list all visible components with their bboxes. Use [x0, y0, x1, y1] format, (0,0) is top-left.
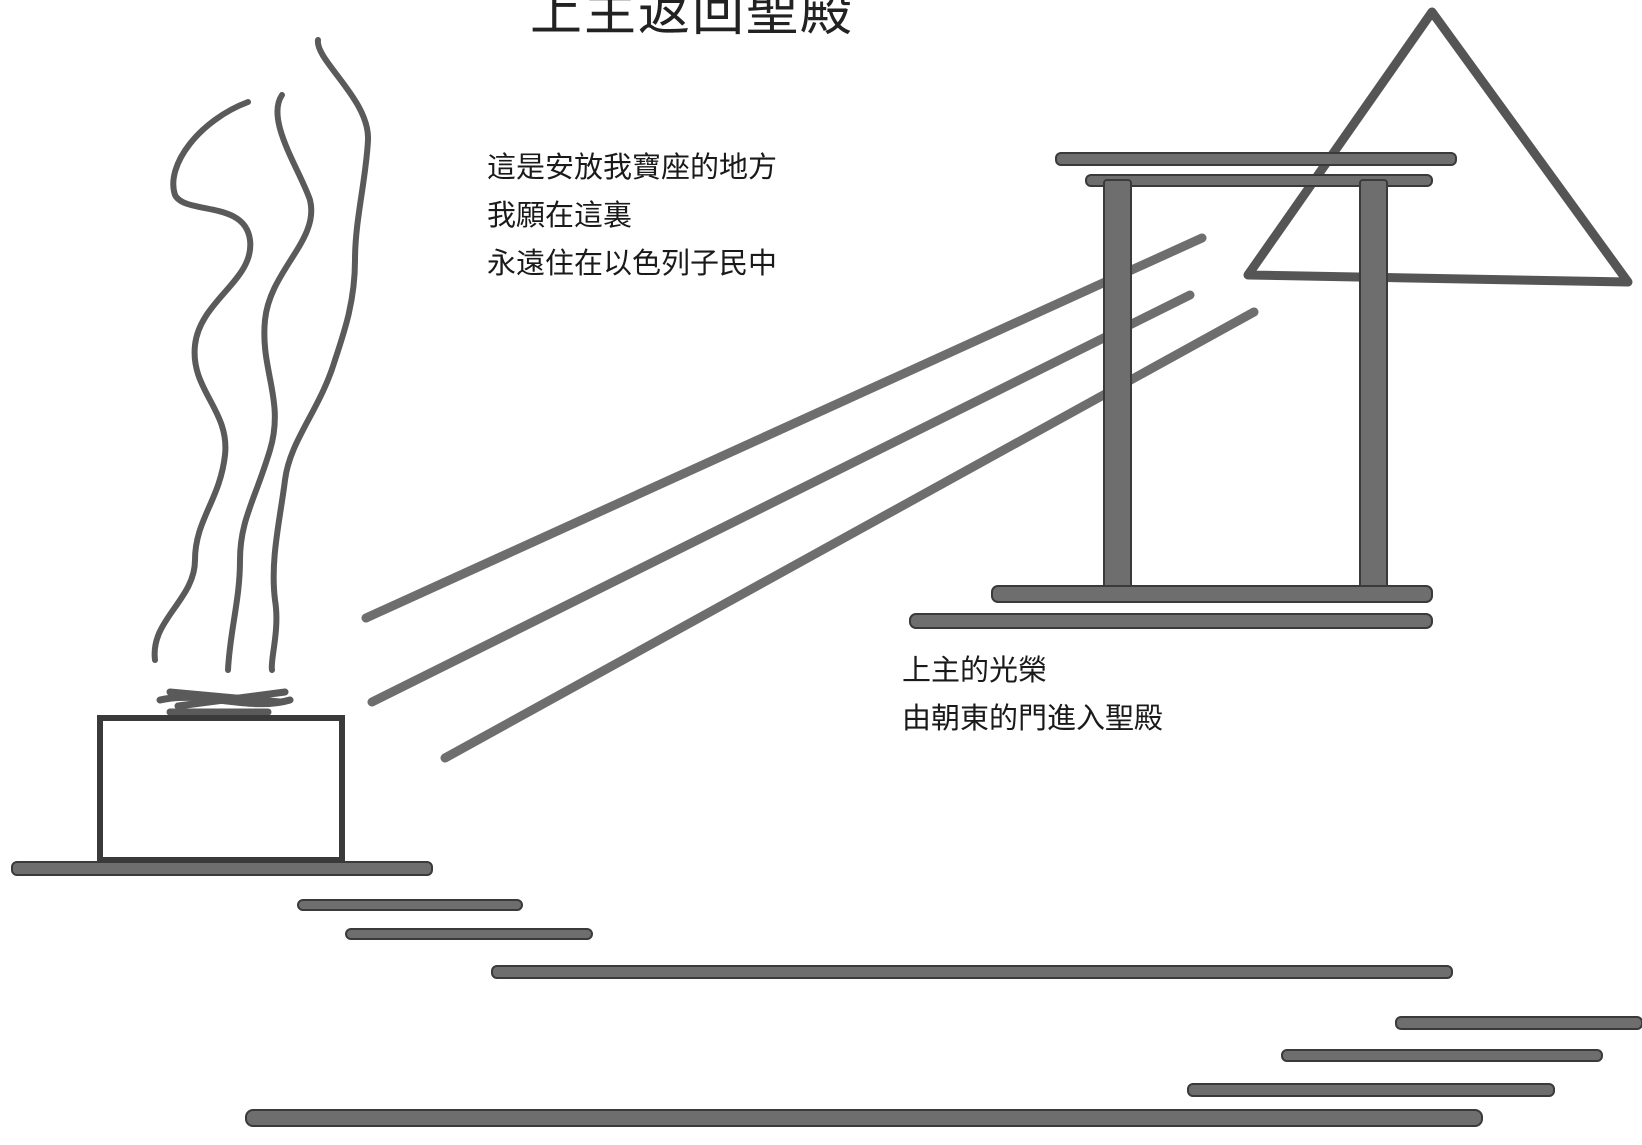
- gate-right-post: [1359, 179, 1388, 589]
- incense-sticks: [156, 688, 294, 716]
- gate-step: [909, 613, 1433, 629]
- verse-line: 永遠住在以色列子民中: [487, 246, 778, 280]
- altar-box: [97, 715, 345, 863]
- verse-throne: 這是安放我寶座的地方 我願在這裏 永遠住在以色列子民中: [487, 143, 777, 287]
- gate-left-post: [1103, 179, 1132, 589]
- verse-line: 我願在這裏: [487, 198, 633, 232]
- verse-line: 由朝東的門進入聖殿: [902, 701, 1164, 735]
- verse-line: 這是安放我寶座的地方: [487, 150, 778, 184]
- altar-base: [11, 861, 433, 876]
- verse-glory: 上主的光榮 由朝東的門進入聖殿: [902, 646, 1163, 742]
- incense-altar-icon: [11, 688, 433, 876]
- floor-lines: [245, 899, 1642, 1127]
- gate-lintel: [1085, 174, 1433, 187]
- page-title: 上主返回聖殿: [530, 0, 855, 43]
- verse-line: 上主的光榮: [902, 653, 1048, 687]
- smoke-icon: [151, 37, 372, 673]
- temple-gate-icon: [909, 152, 1457, 629]
- triangle-icon: [1243, 7, 1633, 287]
- gate-lintel-top: [1055, 152, 1457, 166]
- gate-threshold: [991, 585, 1433, 603]
